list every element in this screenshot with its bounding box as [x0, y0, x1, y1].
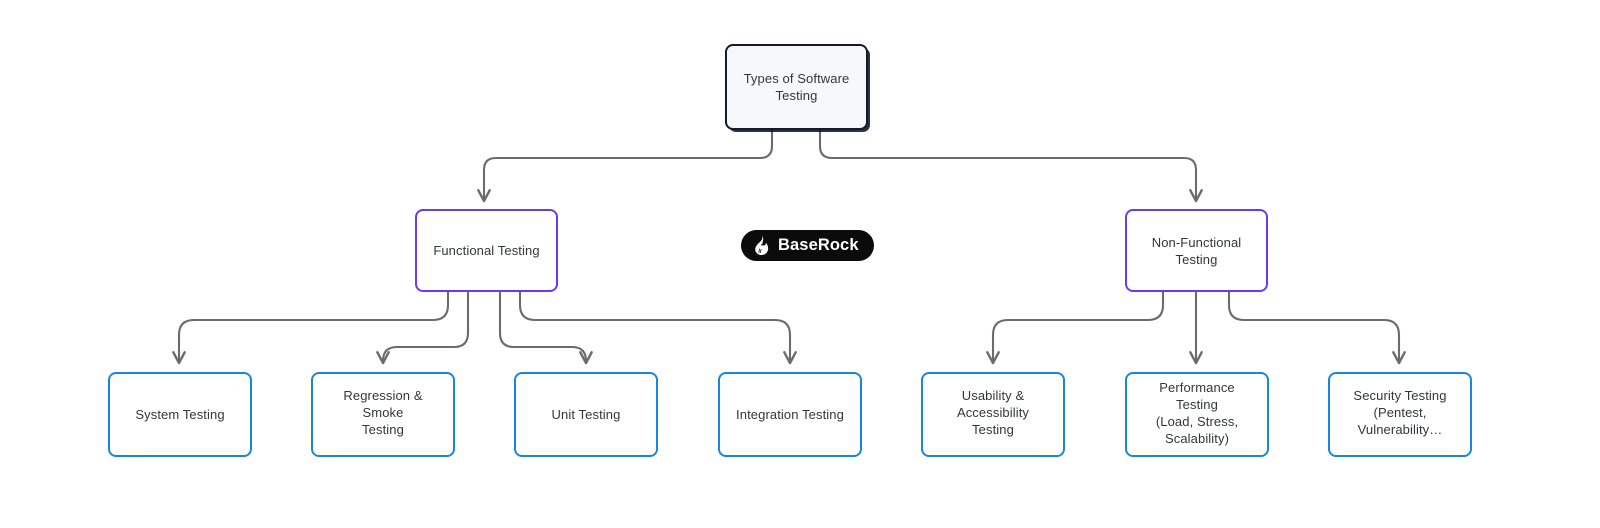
node-usability-and-accessibility-testing[interactable]: Usability & Accessibility Testing [921, 372, 1065, 457]
node-performance-testing[interactable]: Performance Testing (Load, Stress, Scala… [1125, 372, 1269, 457]
node-functional-testing[interactable]: Functional Testing [415, 209, 558, 292]
node-system-testing[interactable]: System Testing [108, 372, 252, 457]
flame-icon [755, 235, 769, 256]
node-unit-testing[interactable]: Unit Testing [514, 372, 658, 457]
node-label: Integration Testing [736, 407, 844, 422]
node-regression-and-smoke-testing[interactable]: Regression & Smoke Testing [311, 372, 455, 457]
node-label: Regression & Smoke Testing [343, 388, 423, 437]
baserock-badge[interactable]: BaseRock [741, 230, 874, 261]
node-label: Usability & Accessibility Testing [956, 388, 1030, 437]
node-label: System Testing [135, 407, 225, 422]
node-types-of-software-testing[interactable]: Types of Software Testing [725, 44, 868, 130]
node-label: Types of Software Testing [743, 71, 850, 103]
node-label: Functional Testing [433, 243, 540, 258]
node-non-functional-testing[interactable]: Non-Functional Testing [1125, 209, 1268, 292]
node-integration-testing[interactable]: Integration Testing [718, 372, 862, 457]
baserock-wordmark: BaseRock [778, 235, 859, 254]
node-label: Security Testing (Pentest, Vulnerability… [1353, 388, 1447, 437]
node-label: Unit Testing [551, 407, 621, 422]
node-label: Non-Functional Testing [1151, 234, 1242, 267]
node-security-testing[interactable]: Security Testing (Pentest, Vulnerability… [1328, 372, 1472, 457]
node-label: Performance Testing (Load, Stress, Scala… [1155, 379, 1239, 446]
